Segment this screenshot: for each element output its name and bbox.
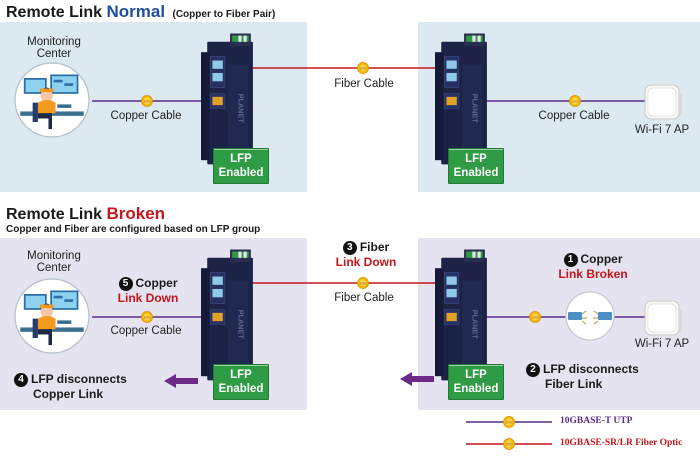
top-monitoring-line1: Monitoring (27, 36, 81, 48)
top-monitoring-line2: Center (36, 48, 72, 60)
bottom-title: Remote Link Broken (6, 204, 165, 224)
top-copper-cable-right-label: Copper Cable (538, 110, 610, 122)
top-lfp-left-line2: Enabled (218, 167, 264, 179)
bottom-fiber-cable-label: Fiber Cable (334, 292, 394, 304)
step4-number-icon: 4 (14, 373, 28, 387)
step4-arrow-left-icon (164, 374, 198, 388)
bottom-wifi-ap-icon (644, 300, 683, 336)
top-lfp-right-badge: LFP Enabled (448, 148, 504, 184)
bottom-lfp-left-badge: LFP Enabled (213, 364, 269, 400)
bottom-wifi-ap-label: Wi-Fi 7 AP (634, 338, 690, 350)
top-title: Remote Link Normal (Copper to Fiber Pair… (6, 2, 275, 22)
bottom-monitoring-label: Monitoring Center (18, 250, 90, 274)
bottom-copper-cable-left-label: Copper Cable (110, 325, 182, 337)
bottom-lfp-right-line2: Enabled (453, 383, 499, 395)
legend-fiber-badge (503, 438, 515, 450)
step4-line1: LFP disconnects (31, 372, 127, 386)
bottom-badge-fiber (357, 277, 369, 289)
legend-lines (466, 416, 552, 450)
bottom-monitoring-line1: Monitoring (27, 250, 81, 262)
step2-line1: LFP disconnects (543, 362, 639, 376)
top-title-note: (Copper to Fiber Pair) (172, 9, 276, 20)
step3-line2: Link Down (335, 255, 397, 269)
bottom-lfp-right-line1: LFP (465, 369, 487, 381)
bottom-title-prefix: Remote Link (6, 206, 107, 223)
top-monitoring-label: Monitoring Center (18, 36, 90, 60)
bottom-lfp-left-line1: LFP (230, 369, 252, 381)
bottom-badge-right (529, 311, 541, 323)
step5-line2: Link Down (117, 291, 179, 305)
top-copper-cable-left-label: Copper Cable (110, 110, 182, 122)
step2-line2: Fiber Link (545, 377, 603, 391)
bottom-lfp-right-badge: LFP Enabled (448, 364, 504, 400)
bottom-monitoring-line2: Center (36, 262, 72, 274)
top-wifi-ap-label: Wi-Fi 7 AP (634, 124, 690, 136)
legend-utp-label: 10GBASE-T UTP (560, 416, 633, 426)
step2-arrow-left-icon (400, 372, 434, 386)
top-title-prefix: Remote Link (6, 4, 107, 21)
bottom-lfp-left-line2: Enabled (218, 383, 264, 395)
top-lfp-left-line1: LFP (230, 153, 252, 165)
step1-number-icon: 1 (563, 253, 578, 267)
top-lfp-left-badge: LFP Enabled (213, 148, 269, 184)
step1-line1: Copper (580, 252, 623, 266)
top-lfp-right-line2: Enabled (453, 167, 499, 179)
bottom-title-highlight: Broken (106, 204, 166, 223)
top-fiber-cable-label: Fiber Cable (334, 78, 394, 90)
step4-line2: Copper Link (33, 387, 104, 401)
step1-line2: Link Broken (558, 267, 628, 281)
step5-line1: Copper (135, 276, 178, 290)
step3-number-icon: 3 (342, 241, 357, 255)
bottom-subtitle: Copper and Fiber are configured based on… (6, 224, 261, 235)
bottom-monitoring-operator-icon (14, 278, 90, 354)
step5-number-icon: 5 (118, 277, 133, 291)
step2-number-icon: 2 (526, 363, 540, 377)
legend-utp-badge (503, 416, 515, 428)
bottom-badge-left (141, 311, 153, 323)
step3-line1: Fiber (359, 240, 390, 254)
legend-fiber-label: 10GBASE-SR/LR Fiber Optic (560, 438, 683, 448)
broken-cable-icon (565, 291, 615, 341)
top-lfp-right-line1: LFP (465, 153, 487, 165)
top-title-highlight: Normal (106, 2, 166, 21)
